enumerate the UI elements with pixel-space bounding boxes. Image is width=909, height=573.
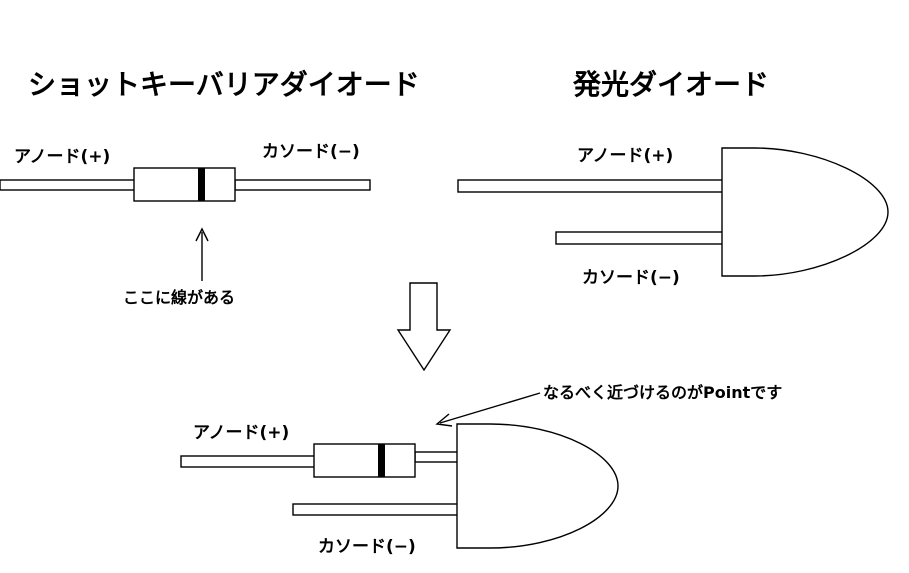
schottky-diode-section: ショットキーバリアダイオード アノード(+) カソード(−) ここに線がある — [0, 68, 420, 307]
schottky-cathode-lead — [234, 179, 371, 191]
combined-junction-lead — [414, 451, 459, 463]
band-note: ここに線がある — [123, 288, 235, 307]
led-body — [721, 147, 889, 277]
combined-led-body — [456, 423, 619, 549]
combined-section: アノード(+) カソード(−) なるべく近づけるのがPointです — [180, 383, 782, 557]
tip-pointer-arrow-line — [439, 392, 541, 424]
down-arrow-icon — [396, 282, 452, 372]
led-section: 発光ダイオード アノード(+) カソード(−) — [457, 68, 889, 288]
schottky-anode-lead — [0, 179, 136, 191]
led-anode-lead — [457, 179, 724, 193]
led-cathode-lead — [555, 231, 724, 245]
schottky-cathode-label: カソード(−) — [262, 142, 360, 162]
tip-note: なるべく近づけるのがPointです — [543, 383, 782, 402]
schottky-cathode-band — [198, 168, 205, 201]
schottky-body — [133, 167, 236, 202]
schottky-title: ショットキーバリアダイオード — [28, 68, 420, 101]
led-title: 発光ダイオード — [572, 68, 769, 101]
combined-cathode-lead — [292, 503, 459, 516]
combined-diode-body — [313, 443, 416, 478]
combined-cathode-label: カソード(−) — [318, 537, 416, 557]
combined-anode-label: アノード(+) — [193, 423, 289, 443]
led-anode-label: アノード(+) — [577, 146, 673, 166]
band-pointer-arrow-head — [195, 227, 209, 242]
led-cathode-label: カソード(−) — [582, 268, 680, 288]
tip-pointer-arrow-head — [435, 413, 453, 427]
combined-diode-band — [378, 444, 385, 477]
schottky-anode-label: アノード(+) — [14, 147, 110, 167]
combined-anode-lead — [180, 455, 316, 468]
